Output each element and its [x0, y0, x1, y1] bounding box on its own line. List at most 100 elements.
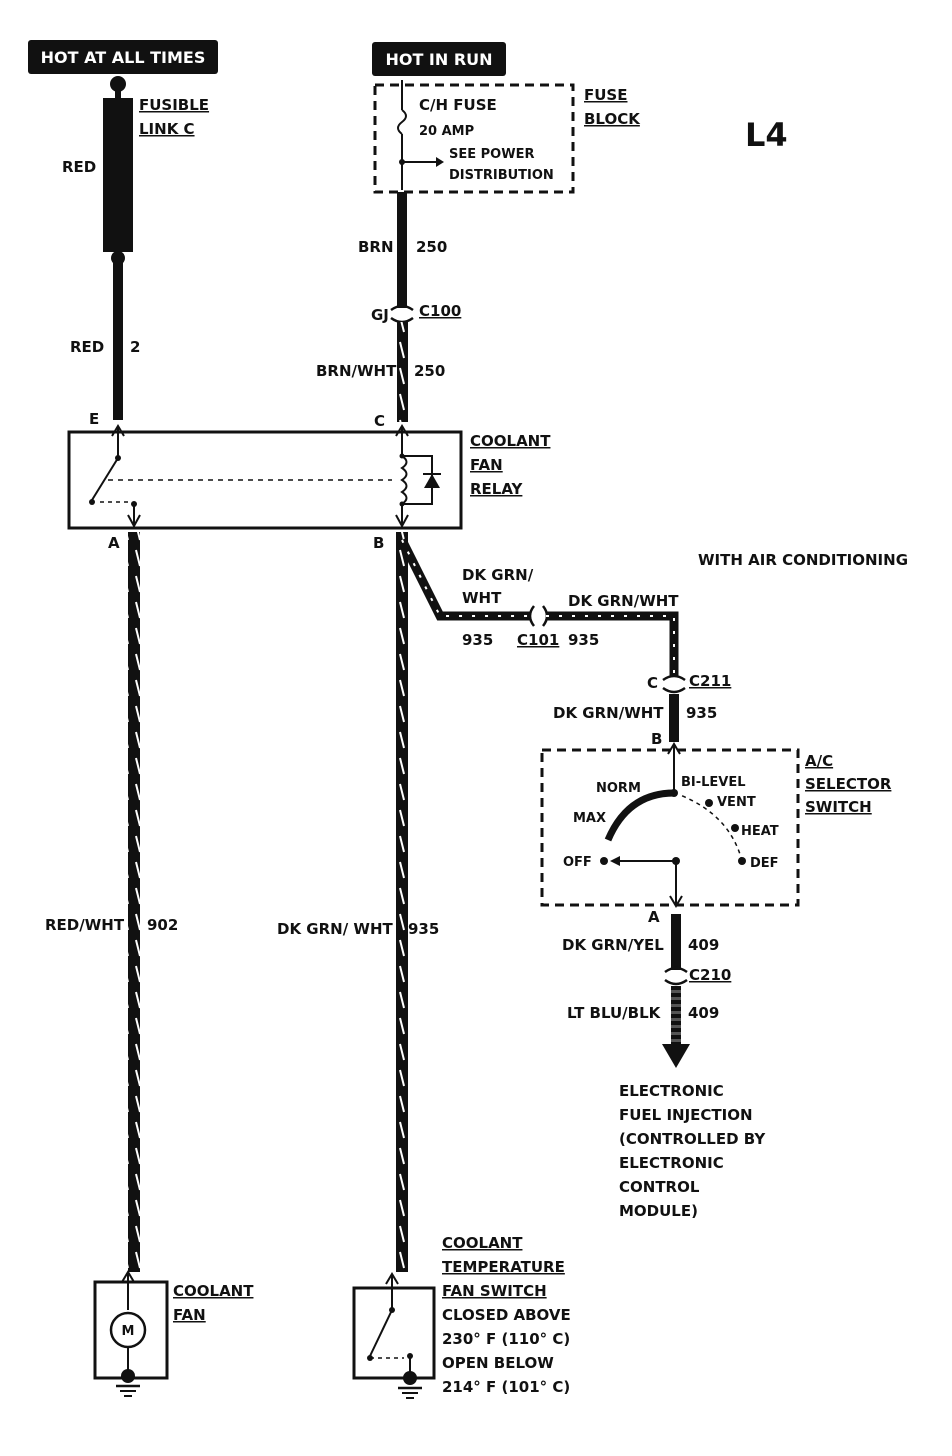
ac-switch-label-3: SWITCH	[805, 798, 872, 816]
ac-pin-b: B	[651, 730, 662, 748]
ac-pos-heat: HEAT	[741, 824, 779, 839]
coolant-temp-fan-switch	[352, 1286, 436, 1380]
red-wht-circuit: 902	[147, 916, 178, 934]
red-2-color-label: RED	[70, 338, 104, 356]
ac-pos-max: MAX	[573, 811, 606, 826]
dkgrn-wht-diag-circuit: 935	[462, 631, 493, 649]
c210-connector	[664, 966, 688, 986]
c100-label: C100	[419, 302, 461, 320]
ac-switch-label-2: SELECTOR	[805, 775, 892, 793]
temp-switch-label-1: COOLANT	[442, 1234, 523, 1252]
brn-circuit: 250	[416, 238, 447, 256]
efi-label-3: (CONTROLLED BY	[619, 1130, 766, 1148]
hot-in-run-label: HOT IN RUN	[372, 42, 506, 76]
dkgrn-yel-circuit: 409	[688, 936, 719, 954]
arrow-right-icon	[436, 157, 444, 167]
dkgrn-wht-wire-935	[396, 532, 408, 1272]
relay-pin-a: A	[108, 534, 120, 552]
temp-switch-label-2: TEMPERATURE	[442, 1258, 565, 1276]
ltblu-blk-label: LT BLU/BLK	[567, 1004, 662, 1022]
dkgrn-wht-vert-circuit: 935	[408, 920, 439, 938]
ac-pos-vent: VENT	[717, 795, 756, 810]
diode-symbol	[424, 474, 440, 488]
ac-switch-contact-arc	[604, 789, 675, 842]
brn-wht-circuit: 250	[414, 362, 445, 380]
motor-label: M	[122, 1324, 135, 1339]
fuse-rating: 20 AMP	[419, 124, 474, 139]
ground-icon	[398, 1386, 422, 1399]
fuse-symbol	[397, 109, 407, 135]
fusible-link-c	[103, 98, 133, 252]
brn-wht-wire-250	[397, 322, 408, 422]
dkgrn-wht-c211-circuit: 935	[686, 704, 717, 722]
fuse-block-label-1: FUSE	[584, 86, 627, 104]
dkgrn-yel-label: DK GRN/YEL	[562, 936, 664, 954]
temp-switch-closed-temp: 230° F (110° C)	[442, 1330, 570, 1348]
efi-label-2: FUEL INJECTION	[619, 1106, 753, 1124]
see-power-1: SEE POWER	[449, 147, 534, 162]
relay-pin-b: B	[373, 534, 384, 552]
svg-text:HOT IN RUN: HOT IN RUN	[385, 50, 492, 69]
dkgrn-wht-top-label: DK GRN/WHT	[568, 592, 679, 610]
c100-connector	[390, 304, 414, 324]
dkgrn-wht-c211-label: DK GRN/WHT	[553, 704, 664, 722]
fuse-block	[373, 83, 575, 194]
coolant-fan-relay	[67, 430, 463, 530]
ground-icon	[116, 1384, 140, 1397]
c211-label: C211	[689, 672, 731, 690]
efi-label-4: ELECTRONIC	[619, 1154, 724, 1172]
fuse-block-label-2: BLOCK	[584, 110, 641, 128]
red-2-circuit-label: 2	[130, 338, 140, 356]
efi-label-5: CONTROL	[619, 1178, 700, 1196]
efi-label-1: ELECTRONIC	[619, 1082, 724, 1100]
dkgrn-wht-diag-label-1: DK GRN/	[462, 566, 534, 584]
svg-text:HOT AT ALL TIMES: HOT AT ALL TIMES	[41, 48, 206, 67]
relay-label-1: COOLANT	[470, 432, 551, 450]
ac-pos-off: OFF	[563, 855, 592, 870]
ac-pin-a: A	[648, 908, 660, 926]
temp-switch-label-3: FAN SWITCH	[442, 1282, 547, 1300]
c211-pin: C	[647, 674, 658, 692]
relay-pin-e: E	[89, 410, 99, 428]
relay-pin-c: C	[374, 412, 385, 430]
temp-switch-open: OPEN BELOW	[442, 1354, 554, 1372]
coolant-fan-label-1: COOLANT	[173, 1282, 254, 1300]
fuse-name: C/H FUSE	[419, 96, 497, 114]
hot-at-all-times-label: HOT AT ALL TIMES	[28, 40, 218, 74]
c101-label: C101	[517, 631, 559, 649]
brn-label: BRN	[358, 238, 394, 256]
relay-coil	[400, 455, 408, 505]
c211-connector	[662, 674, 686, 694]
c101-connector	[528, 605, 549, 627]
red-wire-label: RED	[62, 158, 96, 176]
ac-pos-bilevel: BI-LEVEL	[681, 775, 746, 790]
ac-pos-norm: NORM	[596, 781, 641, 796]
c210-label: C210	[689, 966, 731, 984]
coolant-fan-label-2: FAN	[173, 1306, 206, 1324]
diagram-id: L4	[745, 116, 788, 154]
ac-pos-def: DEF	[750, 856, 779, 871]
efi-label-6: MODULE)	[619, 1202, 698, 1220]
relay-label-3: RELAY	[470, 480, 524, 498]
red-wht-label: RED/WHT	[45, 916, 125, 934]
arrow-down-icon	[662, 1044, 690, 1068]
temp-switch-closed: CLOSED ABOVE	[442, 1306, 571, 1324]
see-power-2: DISTRIBUTION	[449, 168, 554, 183]
with-air-conditioning: WITH AIR CONDITIONING	[698, 551, 908, 569]
red-wht-wire-902	[128, 532, 140, 1272]
fusible-link-label-1: FUSIBLE	[139, 96, 209, 114]
dkgrn-wht-vert-label: DK GRN/ WHT	[277, 920, 394, 938]
gj-label: GJ	[371, 306, 389, 324]
ltblu-blk-circuit: 409	[688, 1004, 719, 1022]
dkgrn-wht-top-circuit: 935	[568, 631, 599, 649]
dkgrn-wht-diag-label-2: WHT	[462, 589, 502, 607]
ac-switch-label-1: A/C	[805, 752, 833, 770]
dkgrn-wht-top-wire	[546, 611, 679, 676]
relay-contact-arm	[91, 457, 119, 501]
relay-label-2: FAN	[470, 456, 503, 474]
brn-wht-label: BRN/WHT	[316, 362, 397, 380]
temp-switch-open-temp: 214° F (101° C)	[442, 1378, 570, 1396]
fusible-link-label-2: LINK C	[139, 120, 195, 138]
temp-switch-arm	[369, 1309, 393, 1357]
